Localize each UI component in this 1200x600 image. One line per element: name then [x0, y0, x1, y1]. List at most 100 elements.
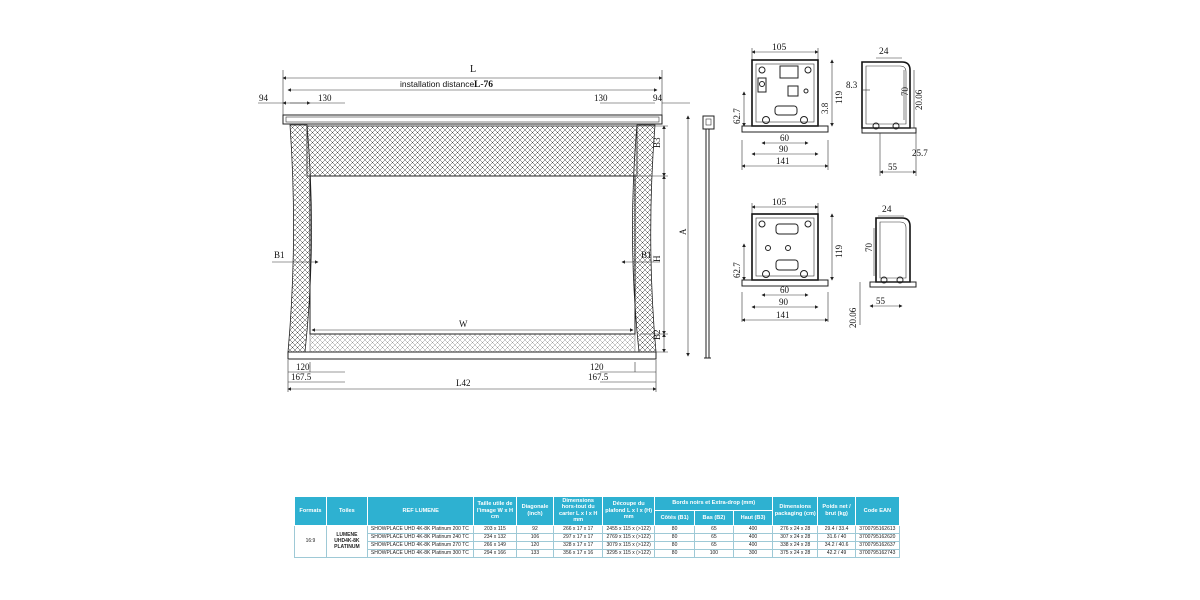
sec1-dim-90: 90 [779, 144, 789, 154]
section-view-top: 105 60 90 141 62.7 3.8 119 24 [732, 43, 928, 176]
section-view-bottom: 105 60 90 141 62.7 119 24 70 20.06 [732, 198, 917, 328]
dim-H: H [652, 255, 662, 262]
cell-b3: 300 [732, 548, 774, 558]
cell-b1: 80 [654, 524, 695, 534]
dim-94-right: 94 [653, 93, 663, 103]
technical-drawing: L installation distance L-76 94 130 130 … [258, 43, 928, 392]
sec1-dim-119: 119 [834, 90, 844, 104]
sec2-dim-141: 141 [776, 310, 790, 320]
sec1-dim-2006: 20.06 [914, 89, 924, 110]
cell-dims: 297 x 17 x 17 [553, 532, 604, 542]
cell-taille: 266 x 149 [473, 540, 517, 550]
cell-ean: 3700795162743 [854, 548, 901, 558]
cell-ref: SHOWPLACE UHD 4K-8K Platinum 270 TC [366, 540, 475, 550]
cell-dims: 356 x 17 x 16 [553, 548, 604, 558]
dim-W: W [459, 319, 468, 329]
th-bas: Bas (B2) [693, 510, 734, 526]
cell-ref: SHOWPLACE UHD 4K-8K Platinum 240 TC [366, 532, 475, 542]
cell-poids: 42.2 / 49 [817, 548, 856, 558]
dim-install-value: L-76 [474, 80, 493, 90]
cell-pack: 307 x 24 x 28 [772, 532, 819, 542]
sec1-dim-83: 8.3 [846, 80, 858, 90]
cell-b2: 100 [693, 548, 734, 558]
th-ean: Code EAN [854, 496, 901, 526]
dim-1675-right: 167.5 [588, 372, 609, 382]
front-view: L installation distance L-76 94 130 130 … [258, 64, 715, 392]
dim-130-right: 130 [594, 93, 608, 103]
sec2-dim-60: 60 [780, 285, 790, 295]
cell-pack: 276 x 24 x 28 [772, 524, 819, 534]
th-taille: Taille utile de l'image W x H cm [473, 496, 517, 526]
sec2-dim-24: 24 [882, 205, 892, 215]
sec2-dim-119: 119 [834, 244, 844, 258]
cell-b2: 65 [693, 540, 734, 550]
cell-b2: 65 [693, 524, 734, 534]
table-subheader-row: Côtés (B1) Bas (B2) Haut (B3) [295, 510, 900, 526]
sec1-dim-38: 3.8 [820, 102, 830, 114]
table-row: SHOWPLACE UHD 4K-8K Platinum 270 TC 266 … [295, 540, 901, 550]
th-toiles: Toiles [325, 496, 368, 526]
cell-diag: 106 [515, 532, 555, 542]
th-formats: Formats [294, 496, 327, 526]
table-row: SHOWPLACE UHD 4K-8K Platinum 240 TC 234 … [295, 532, 901, 542]
sec1-dim-627: 62.7 [732, 108, 742, 124]
cell-b1: 80 [654, 548, 695, 558]
sec1-dim-55: 55 [888, 162, 898, 172]
cell-dims: 328 x 17 x 17 [553, 540, 604, 550]
dim-B1-right: B1 [641, 250, 652, 260]
cell-decoupe: 2455 x 115 x (>122) [602, 524, 656, 534]
cell-b1: 80 [654, 532, 695, 542]
cell-dims: 266 x 17 x 17 [553, 524, 604, 534]
cell-pack: 338 x 24 x 28 [772, 540, 819, 550]
cell-decoupe: 3295 x 115 x (>122) [602, 548, 656, 558]
th-poids: Poids net / brut (kg) [817, 496, 856, 526]
dim-120-right: 120 [590, 362, 604, 372]
cell-toile: LUMENE UHD4K-8K PLATINUM [325, 524, 368, 558]
cell-ref: SHOWPLACE UHD 4K-8K Platinum 300 TC [366, 548, 475, 558]
table-row: 16:9 LUMENE UHD4K-8K PLATINUM SHOWPLACE … [294, 524, 901, 558]
th-decoupe: Découpe du plafond L x l x (H) mm [602, 496, 656, 526]
sec1-dim-70: 70 [900, 87, 910, 97]
cell-ean: 3700795162613 [854, 524, 901, 534]
cell-taille: 203 x 115 [473, 524, 517, 534]
dim-L42: L42 [456, 378, 471, 388]
dim-B2: B2 [652, 329, 662, 340]
th-cotes: Côtés (B1) [654, 510, 695, 526]
cell-ean: 3700795162620 [854, 532, 901, 542]
sec2-dim-90: 90 [779, 297, 789, 307]
cell-b3: 400 [732, 540, 774, 550]
th-dimensions: Dimensions hors-tout du carter L x l x H… [553, 496, 604, 526]
dim-1675-left: 167.5 [291, 372, 312, 382]
sec2-dim-70: 70 [864, 243, 874, 253]
sec2-dim-2006: 20.06 [848, 307, 858, 328]
cell-format: 16:9 [294, 524, 327, 558]
th-bords: Bords noirs et Extra-drop (mm) [654, 495, 774, 512]
cell-diag: 120 [515, 540, 555, 550]
dim-120-left: 120 [296, 362, 310, 372]
sec1-dim-257: 25.7 [912, 148, 928, 158]
specification-table: Formats Toiles REF LUMENE Taille utile d… [294, 495, 901, 558]
cell-b2: 65 [693, 532, 734, 542]
table-row: SHOWPLACE UHD 4K-8K Platinum 300 TC 294 … [295, 548, 901, 558]
cell-poids: 29.4 / 33.4 [817, 524, 856, 534]
dim-B3: B3 [652, 137, 662, 148]
cell-poids: 31.6 / 40 [817, 532, 856, 542]
sec2-dim-627: 62.7 [732, 262, 742, 278]
sec2-dim-55: 55 [876, 296, 886, 306]
sec1-dim-24: 24 [879, 47, 889, 57]
dim-B1-left: B1 [274, 250, 285, 260]
th-haut: Haut (B3) [732, 510, 774, 526]
dim-install-label: installation distance [400, 79, 474, 89]
cell-decoupe: 2769 x 115 x (>122) [602, 532, 656, 542]
cell-taille: 294 x 166 [473, 548, 517, 558]
dim-A: A [678, 228, 688, 235]
cell-poids: 34.2 / 40.6 [817, 540, 856, 550]
cell-b3: 400 [732, 524, 774, 534]
cell-diag: 133 [515, 548, 555, 558]
cell-ean: 3700795162637 [854, 540, 901, 550]
dim-130-left: 130 [318, 93, 332, 103]
dim-L: L [470, 64, 476, 75]
cell-ref: SHOWPLACE UHD 4K-8K Platinum 200 TC [366, 524, 475, 534]
cell-taille: 234 x 132 [473, 532, 517, 542]
sec2-dim-105: 105 [772, 198, 787, 208]
